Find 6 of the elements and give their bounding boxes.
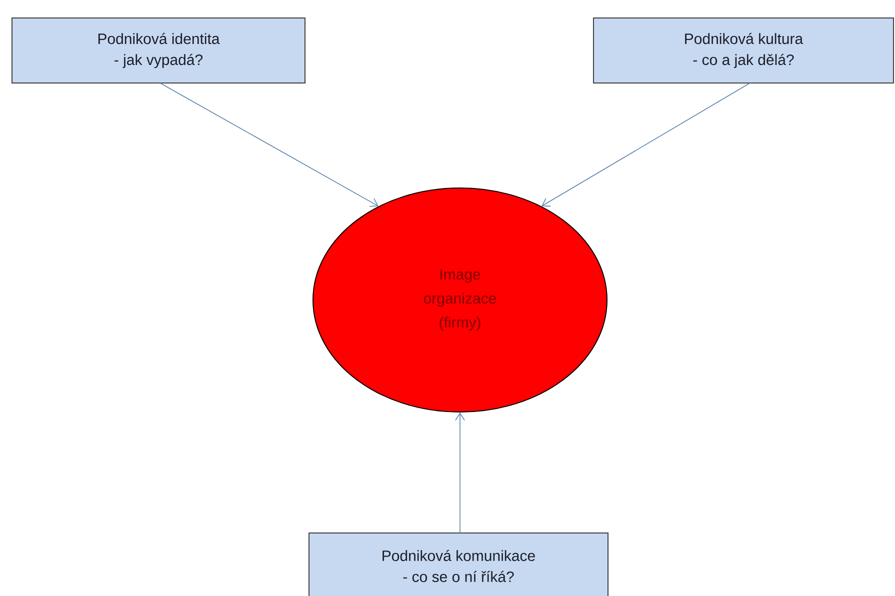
arrow [455,412,465,534]
arrow [542,82,750,207]
text-box: Podniková identita - jak vypadá? [12,18,306,84]
text-box: Podniková kultura - co a jak dělá? [593,18,894,84]
text-box: Podniková komunikace - co se o ní říká? [308,532,608,596]
arrow [160,82,378,207]
